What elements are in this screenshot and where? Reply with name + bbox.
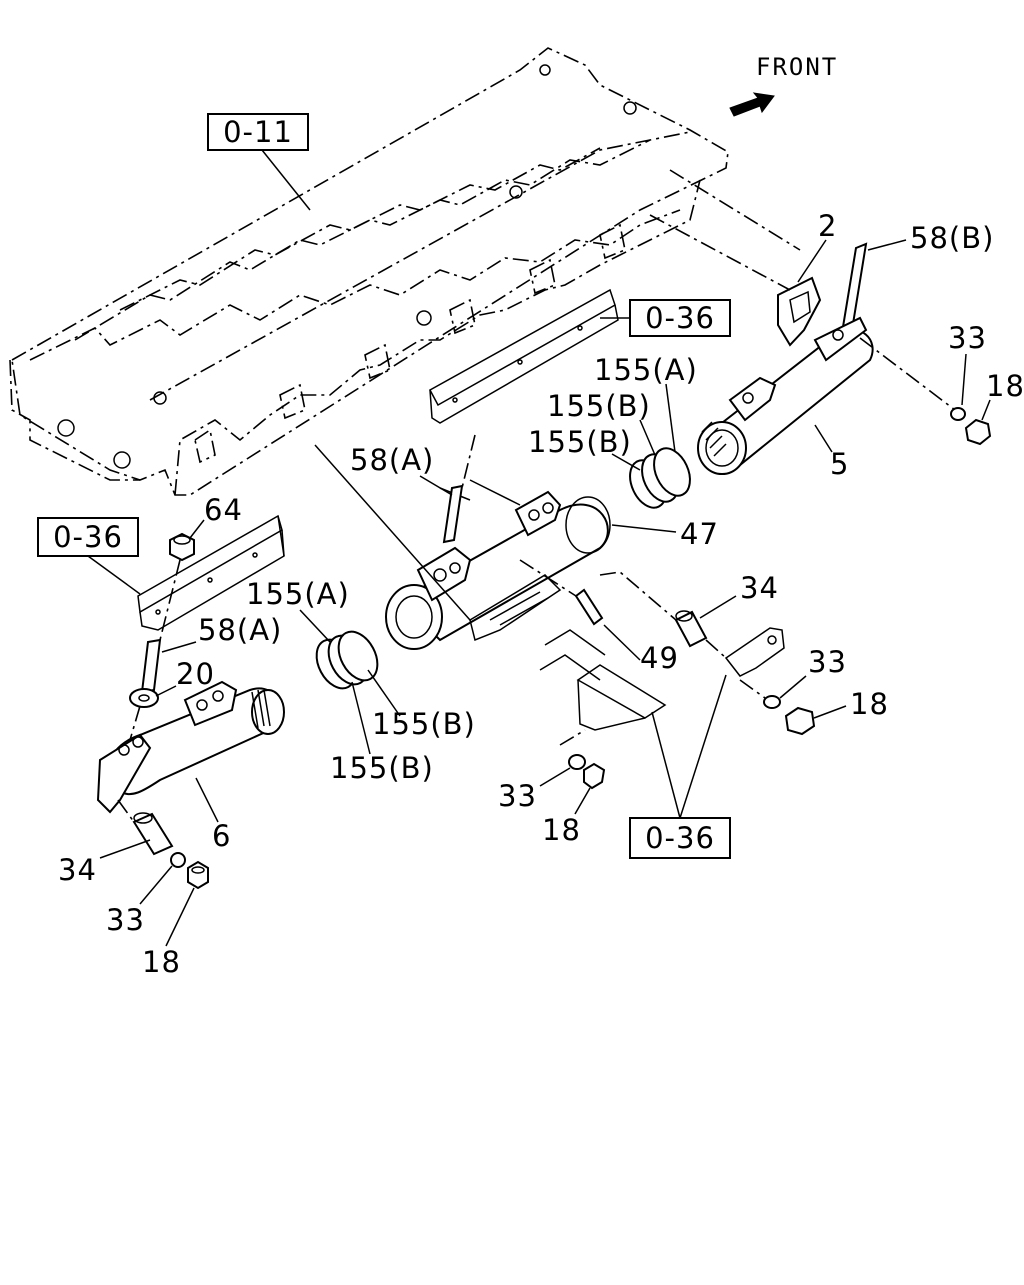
heat-shield-bracket-upper (428, 288, 619, 424)
svg-text:155(B): 155(B) (372, 707, 476, 741)
stud-49: 49 (519, 559, 679, 675)
svg-text:0-11: 0-11 (223, 115, 293, 149)
seal-rings-mid: 155(A) 155(B) 155(B) (246, 577, 476, 785)
heat-shield-bracket-left (137, 514, 285, 631)
nut-18-low: 18 (542, 762, 606, 847)
svg-text:33: 33 (106, 903, 145, 937)
svg-text:18: 18 (986, 369, 1024, 403)
svg-text:0-36: 0-36 (645, 301, 715, 335)
washer-33-mid: 33 (763, 645, 847, 709)
exhaust-pipe-5: 5 (697, 316, 874, 481)
svg-text:64: 64 (204, 493, 243, 527)
svg-text:6: 6 (212, 819, 231, 853)
svg-text:58(A): 58(A) (350, 443, 434, 477)
nut-18-right: 18 (964, 369, 1024, 446)
svg-text:49: 49 (640, 641, 679, 675)
nut-64: 64 (159, 493, 243, 641)
exhaust-pipe-center-47: 47 (385, 490, 719, 650)
svg-text:18: 18 (542, 813, 581, 847)
svg-text:33: 33 (808, 645, 847, 679)
front-arrow-icon (729, 92, 775, 117)
washer-33-right: 33 (948, 321, 987, 421)
washer-33-low: 33 (498, 754, 586, 813)
front-indicator: FRONT (729, 53, 838, 117)
svg-text:20: 20 (176, 657, 215, 691)
spacer-34-left: 34 (58, 799, 174, 887)
svg-text:155(A): 155(A) (594, 353, 698, 387)
front-label: FRONT (756, 53, 838, 81)
svg-text:33: 33 (498, 779, 537, 813)
svg-text:58(B): 58(B) (910, 221, 994, 255)
spacer-34-right: 34 (599, 571, 779, 648)
svg-text:0-36: 0-36 (53, 520, 123, 554)
ref-box-0-36-right[interactable]: 0-36 (600, 299, 731, 337)
ref-box-0-11[interactable]: 0-11 (207, 113, 311, 211)
ref-box-0-36-left[interactable]: 0-36 (37, 517, 141, 595)
pipe-support-bracket (539, 629, 667, 746)
stud-58b: 58(B) (840, 221, 994, 335)
svg-text:155(A): 155(A) (246, 577, 350, 611)
gasket-2: 2 (777, 209, 837, 347)
svg-text:155(B): 155(B) (547, 389, 651, 423)
nut-18-mid: 18 (784, 687, 889, 736)
svg-text:155(B): 155(B) (330, 751, 434, 785)
svg-text:47: 47 (680, 517, 719, 551)
nut-18-left: 18 (142, 860, 209, 979)
svg-text:34: 34 (58, 853, 97, 887)
cylinder-head (9, 47, 729, 496)
small-bracket-right (705, 627, 785, 677)
seal-rings-top: 155(A) 155(B) 155(B) (528, 353, 698, 509)
washer-33-left: 33 (106, 852, 186, 937)
stud-58a-left: 58(A) (140, 613, 282, 694)
svg-text:58(A): 58(A) (198, 613, 282, 647)
svg-text:34: 34 (740, 571, 779, 605)
svg-text:0-36: 0-36 (645, 821, 715, 855)
svg-text:18: 18 (850, 687, 889, 721)
ref-box-0-36-bottom[interactable]: 0-36 (629, 674, 731, 859)
svg-text:18: 18 (142, 945, 181, 979)
svg-text:33: 33 (948, 321, 987, 355)
stud-58a-center: 58(A) (350, 443, 464, 544)
svg-text:5: 5 (830, 447, 849, 481)
svg-text:2: 2 (818, 209, 837, 243)
svg-text:155(B): 155(B) (528, 425, 632, 459)
gasket-20: 20 (129, 657, 215, 708)
exhaust-pipe-6: 6 (96, 680, 285, 853)
